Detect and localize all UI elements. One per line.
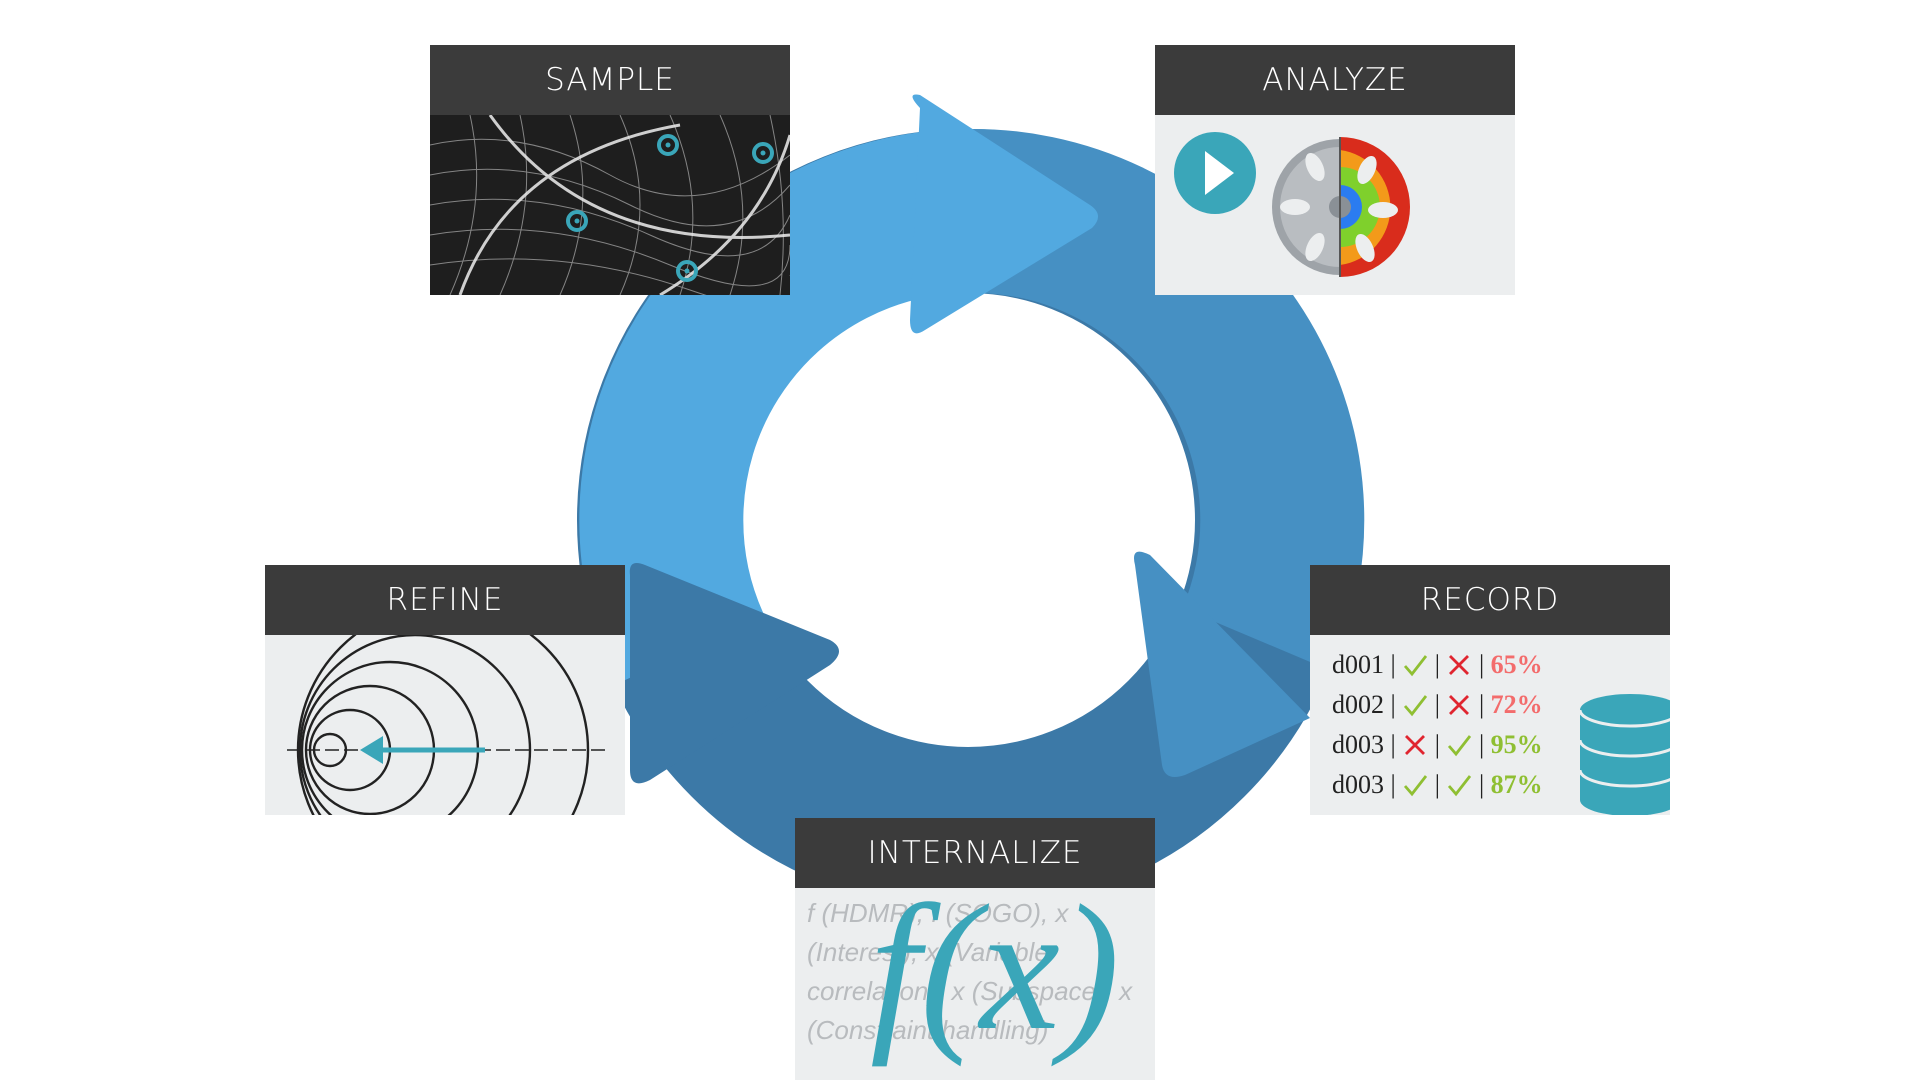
sample-title: SAMPLE xyxy=(430,45,790,115)
record-separator: | xyxy=(1428,690,1447,719)
refine-card: REFINE xyxy=(265,565,625,815)
record-title: RECORD xyxy=(1310,565,1670,635)
database-icon xyxy=(1580,694,1670,815)
record-id: d003 xyxy=(1332,730,1384,759)
record-separator: | xyxy=(1428,650,1447,679)
check-icon xyxy=(1404,655,1428,677)
record-separator: | xyxy=(1384,730,1403,759)
record-row: d001 | | | 65% xyxy=(1332,645,1543,685)
arrow-to-internalize xyxy=(1134,551,1310,778)
record-separator: | xyxy=(1428,730,1447,759)
cross-icon xyxy=(1449,655,1470,675)
record-card: RECORD d001 | | | 65%d002 | | | 72%d003 … xyxy=(1310,565,1670,815)
analyze-panel xyxy=(1155,115,1515,295)
ring-segment-sample xyxy=(579,129,970,685)
record-separator: | xyxy=(1472,730,1491,759)
record-panel: d001 | | | 65%d002 | | | 72%d003 | | | 9… xyxy=(1310,635,1670,815)
arrow-to-refine xyxy=(629,562,839,784)
record-separator: | xyxy=(1428,770,1447,799)
play-icon xyxy=(1174,132,1256,214)
record-separator: | xyxy=(1472,650,1491,679)
record-percent: 95% xyxy=(1490,730,1543,759)
record-percent: 87% xyxy=(1490,770,1543,799)
record-separator: | xyxy=(1472,770,1491,799)
record-separator: | xyxy=(1384,690,1403,719)
record-separator: | xyxy=(1384,770,1403,799)
record-row: d002 | | | 72% xyxy=(1332,685,1543,725)
sample-card: SAMPLE xyxy=(430,45,790,295)
sample-mesh-image xyxy=(430,115,790,295)
contour-arrow-icon xyxy=(265,635,625,815)
record-percent: 65% xyxy=(1490,650,1543,679)
arrow-to-analyze xyxy=(910,94,1099,334)
refine-title: REFINE xyxy=(265,565,625,635)
record-table: d001 | | | 65%d002 | | | 72%d003 | | | 9… xyxy=(1332,645,1543,805)
cross-icon xyxy=(1405,735,1426,755)
record-percent: 72% xyxy=(1490,690,1543,719)
record-separator: | xyxy=(1472,690,1491,719)
internalize-title: INTERNALIZE xyxy=(795,818,1155,888)
record-row: d003 | | | 87% xyxy=(1332,765,1543,805)
check-icon xyxy=(1404,775,1428,797)
analyze-card: ANALYZE xyxy=(1155,45,1515,295)
function-formula: f(x) xyxy=(870,888,1120,1067)
cross-icon xyxy=(1449,695,1470,715)
internalize-panel: f (HDMR), f (SOGO), x (Interest), x (Var… xyxy=(795,888,1155,1080)
check-icon xyxy=(1448,735,1472,757)
wheel-stress-icon xyxy=(1272,137,1410,277)
record-separator: | xyxy=(1384,650,1403,679)
record-id: d001 xyxy=(1332,650,1384,679)
record-id: d002 xyxy=(1332,690,1384,719)
analyze-title: ANALYZE xyxy=(1155,45,1515,115)
surrogate-list-text: f (HDMR), f (SOGO), x (Interest), x (Var… xyxy=(807,898,1133,1045)
record-id: d003 xyxy=(1332,770,1384,799)
check-icon xyxy=(1448,775,1472,797)
check-icon xyxy=(1404,695,1428,717)
record-row: d003 | | | 95% xyxy=(1332,725,1543,765)
internalize-card: INTERNALIZE f (HDMR), f (SOGO), x (Inter… xyxy=(795,818,1155,1080)
